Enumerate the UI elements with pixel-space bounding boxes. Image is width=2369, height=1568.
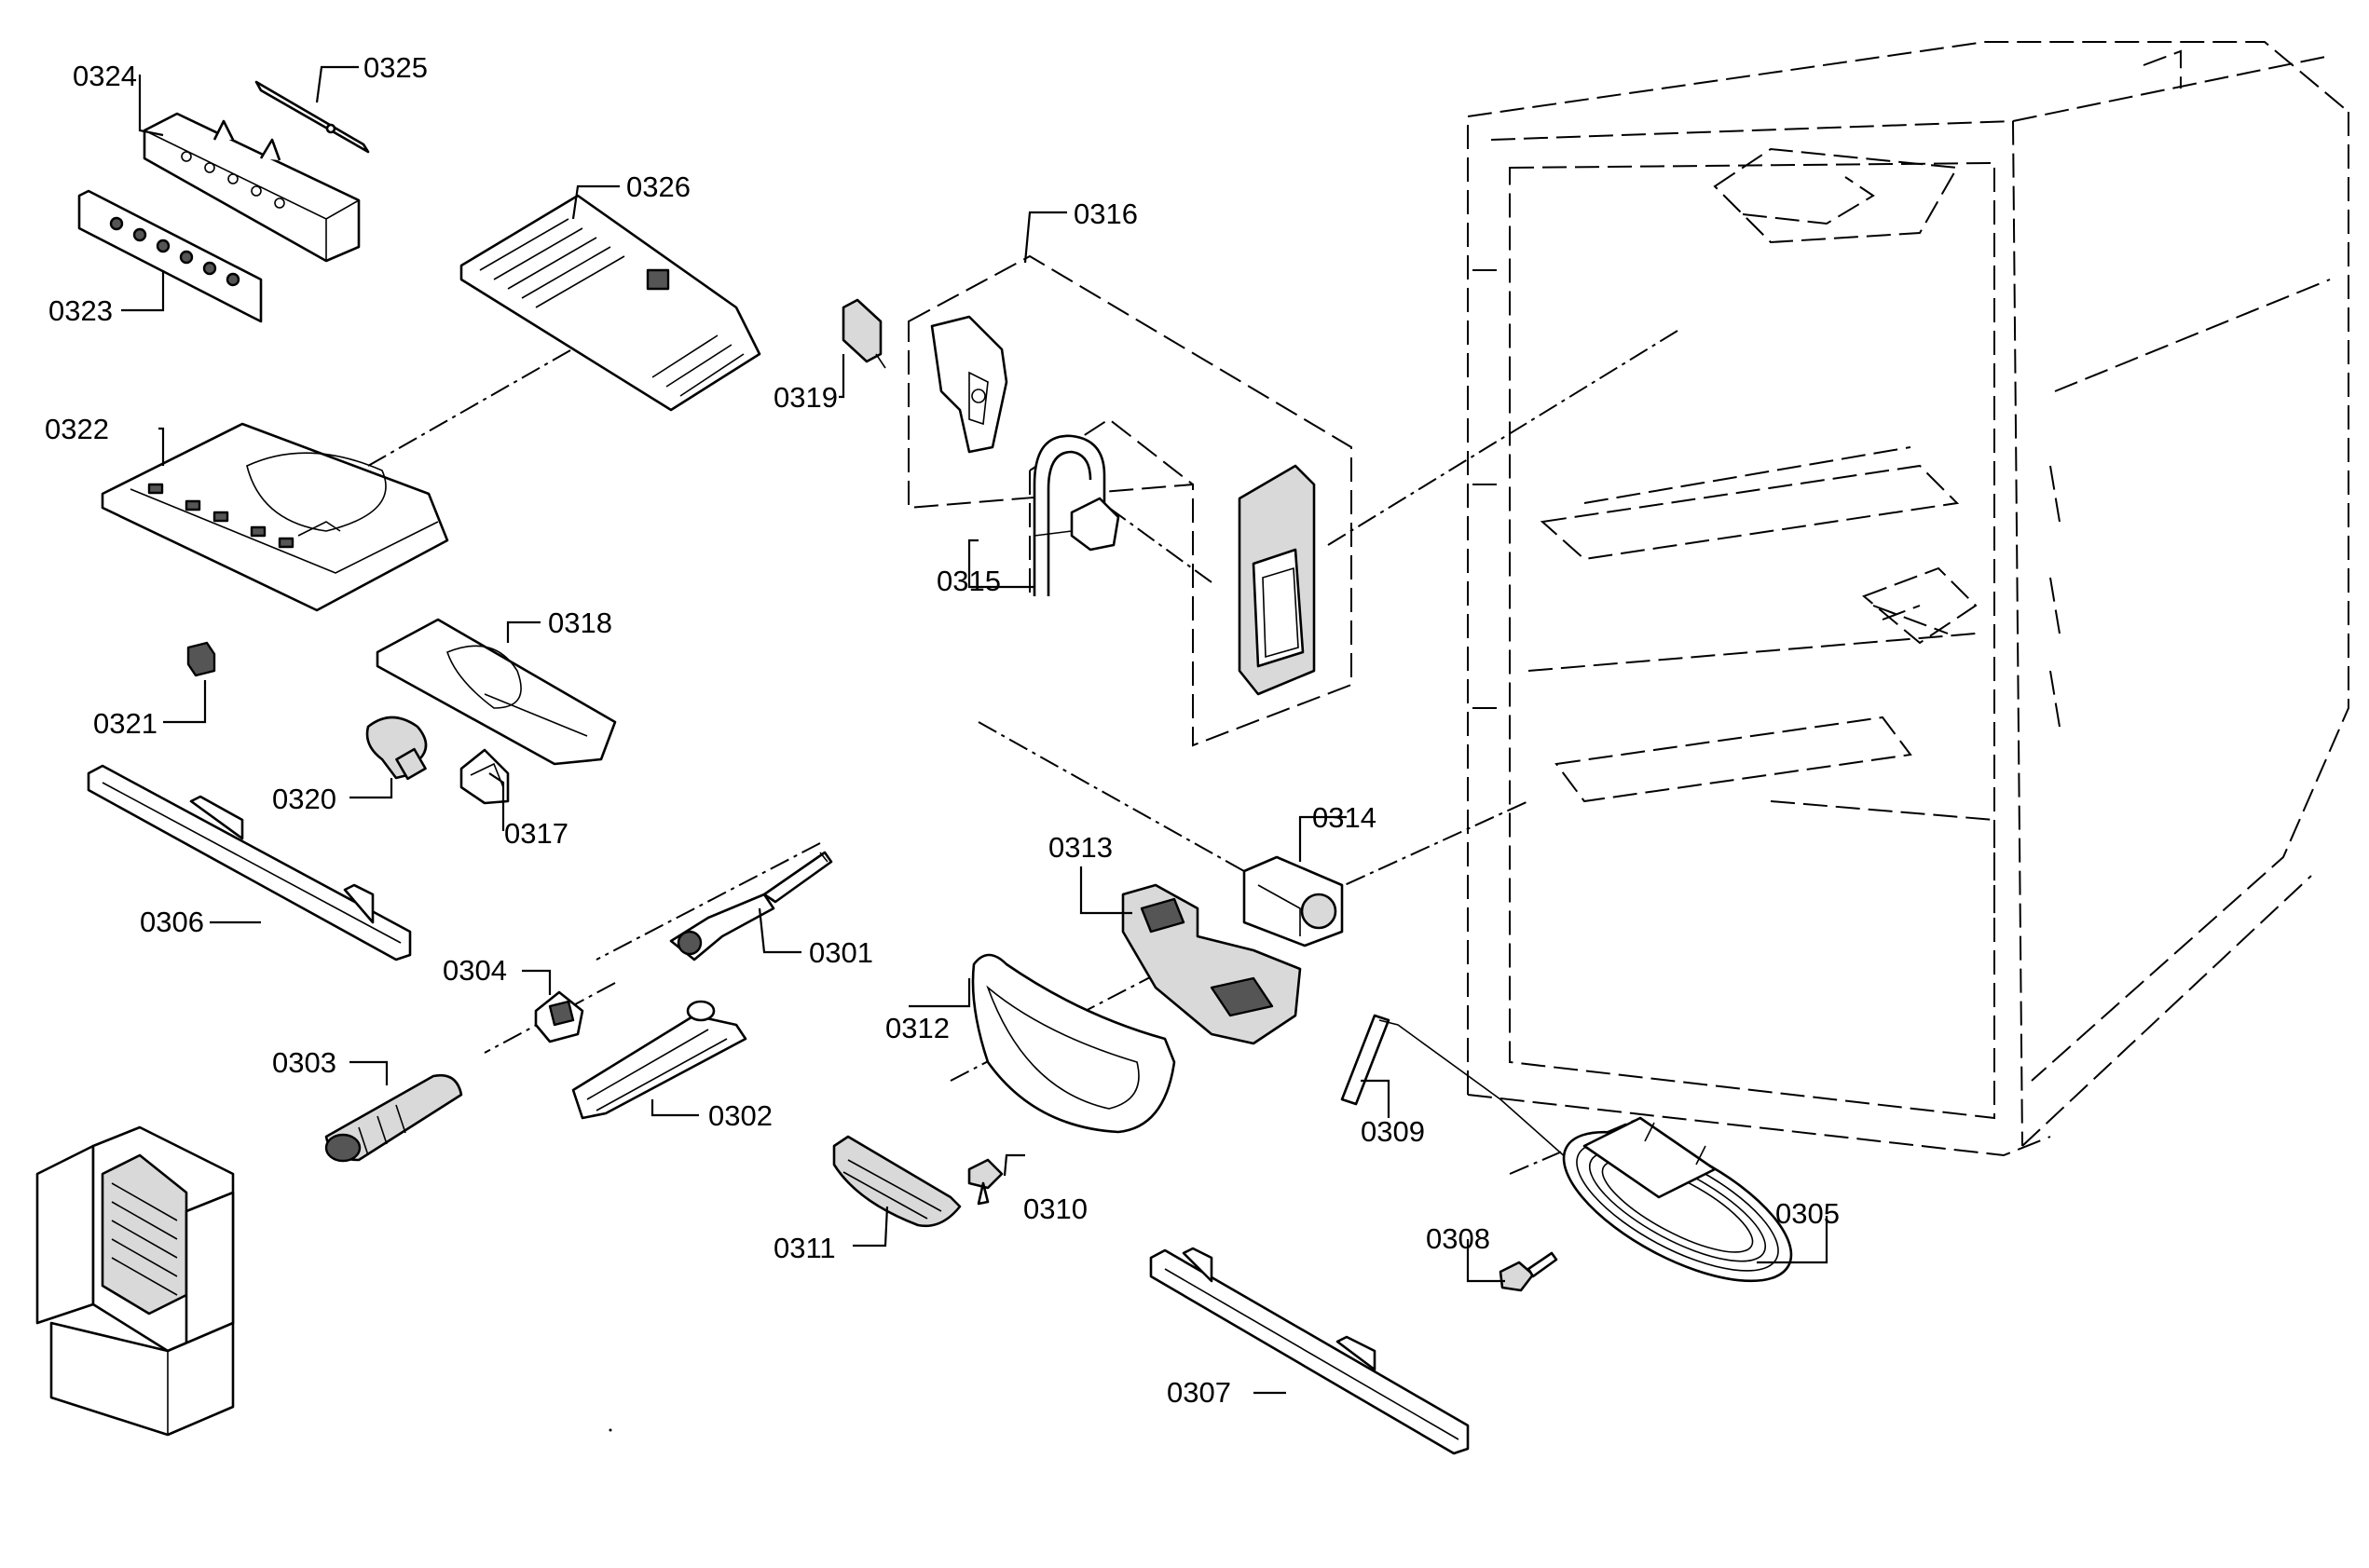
part-0303-filter-cartridge xyxy=(324,1073,463,1163)
label-0319: 0319 xyxy=(774,381,838,414)
part-0301-filter-head xyxy=(669,851,833,961)
label-0321: 0321 xyxy=(93,707,157,740)
label-0302: 0302 xyxy=(708,1099,773,1132)
label-0318: 0318 xyxy=(548,607,612,639)
label-0305: 0305 xyxy=(1775,1197,1840,1230)
label-0323: 0323 xyxy=(48,294,113,327)
part-0315-water-tube xyxy=(1033,434,1120,596)
part-0312-dispenser-bezel xyxy=(971,953,1176,1134)
part-0317-socket xyxy=(459,748,510,805)
part-0307-lower-rail xyxy=(1149,1247,1470,1455)
part-0323-overlay-strip xyxy=(77,189,263,323)
part-dispenser-housing xyxy=(1238,464,1316,696)
part-0311-drip-tray xyxy=(832,1135,962,1228)
refrigerator-cabinet-outline xyxy=(1467,41,2349,1157)
label-0324: 0324 xyxy=(73,60,137,92)
part-0313-dispenser-paddle xyxy=(1121,883,1302,1045)
label-0313: 0313 xyxy=(1048,831,1113,864)
label-0306: 0306 xyxy=(140,906,204,938)
label-0308: 0308 xyxy=(1426,1222,1490,1255)
label-0301: 0301 xyxy=(809,936,873,969)
part-0322-panel-tray xyxy=(101,422,449,612)
label-0309: 0309 xyxy=(1361,1115,1425,1148)
part-labels: 0324 0325 0323 0326 0316 0322 0319 0315 … xyxy=(45,51,1840,1409)
label-0322: 0322 xyxy=(45,413,109,445)
callout-leaders xyxy=(121,65,1828,1395)
part-0304-bypass-cap xyxy=(534,990,584,1043)
part-0326-duct-cover xyxy=(459,194,761,412)
part-0319-sensor xyxy=(842,298,886,369)
label-0304: 0304 xyxy=(443,954,507,987)
label-0312: 0312 xyxy=(885,1012,950,1044)
label-0311: 0311 xyxy=(774,1232,836,1264)
part-0310-screw xyxy=(967,1158,1004,1206)
label-0314: 0314 xyxy=(1312,801,1376,834)
part-0321-switch xyxy=(186,641,216,677)
label-0317: 0317 xyxy=(504,817,568,850)
part-0309-heater-tube xyxy=(1340,1014,1585,1175)
label-0320: 0320 xyxy=(272,783,336,815)
label-0310: 0310 xyxy=(1023,1193,1088,1225)
part-0305-wire-harness xyxy=(1562,1116,1793,1283)
part-0314-motor-assembly xyxy=(1242,855,1344,948)
part-0306-support-rail xyxy=(87,764,412,961)
stray-dot xyxy=(609,1428,612,1432)
label-0326: 0326 xyxy=(626,170,691,203)
label-0303: 0303 xyxy=(272,1046,336,1079)
part-0302-filter-housing xyxy=(571,1000,747,1120)
label-0325: 0325 xyxy=(363,51,428,84)
refrigerator-thumbnail xyxy=(35,1125,235,1437)
part-0308-screw xyxy=(1499,1251,1558,1292)
part-0324-control-housing xyxy=(143,112,361,263)
dispenser-housing-outline xyxy=(908,254,1352,747)
part-0316-actuator xyxy=(930,315,1008,454)
label-0315: 0315 xyxy=(937,565,1001,597)
label-0316: 0316 xyxy=(1074,198,1138,230)
part-0318-light-lens xyxy=(376,618,617,766)
part-0320-light-bulb xyxy=(365,716,428,781)
part-0325-rod xyxy=(254,80,370,154)
label-0307: 0307 xyxy=(1167,1376,1231,1409)
